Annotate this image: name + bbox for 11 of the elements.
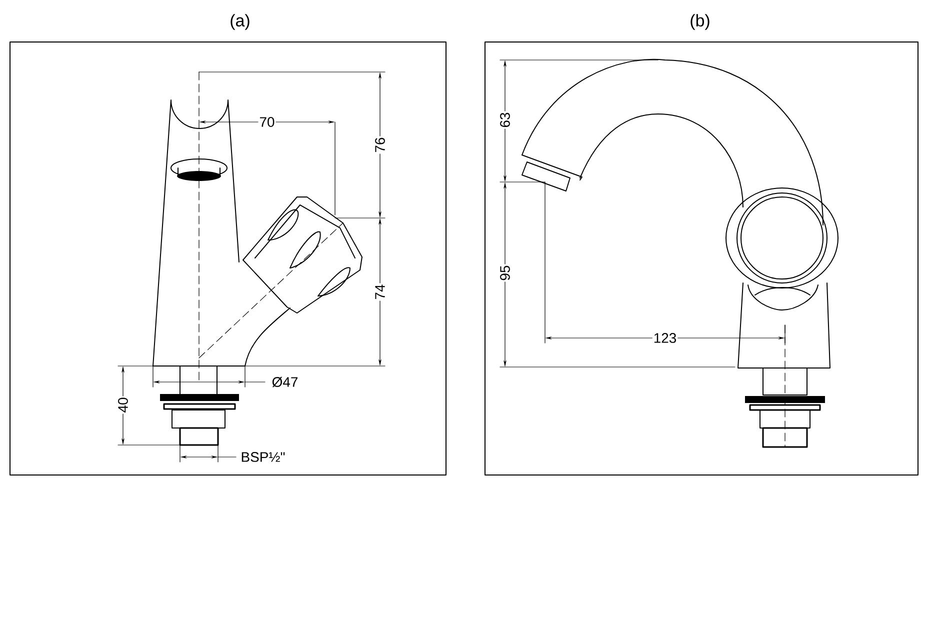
dimension-text: 95 (499, 264, 511, 282)
dimension-text: Ø47 (270, 376, 300, 388)
dimension-text: 74 (374, 283, 386, 301)
dimension-text: 76 (374, 136, 386, 154)
dimension-text: 63 (499, 111, 511, 129)
panel-label: (a) (230, 14, 250, 30)
dimension-text: 40 (117, 396, 129, 414)
dimension-text: 70 (258, 116, 276, 128)
panel-label: (b) (690, 14, 710, 30)
dimension-text: 123 (652, 332, 678, 344)
dimension-text: BSP½" (240, 451, 286, 463)
